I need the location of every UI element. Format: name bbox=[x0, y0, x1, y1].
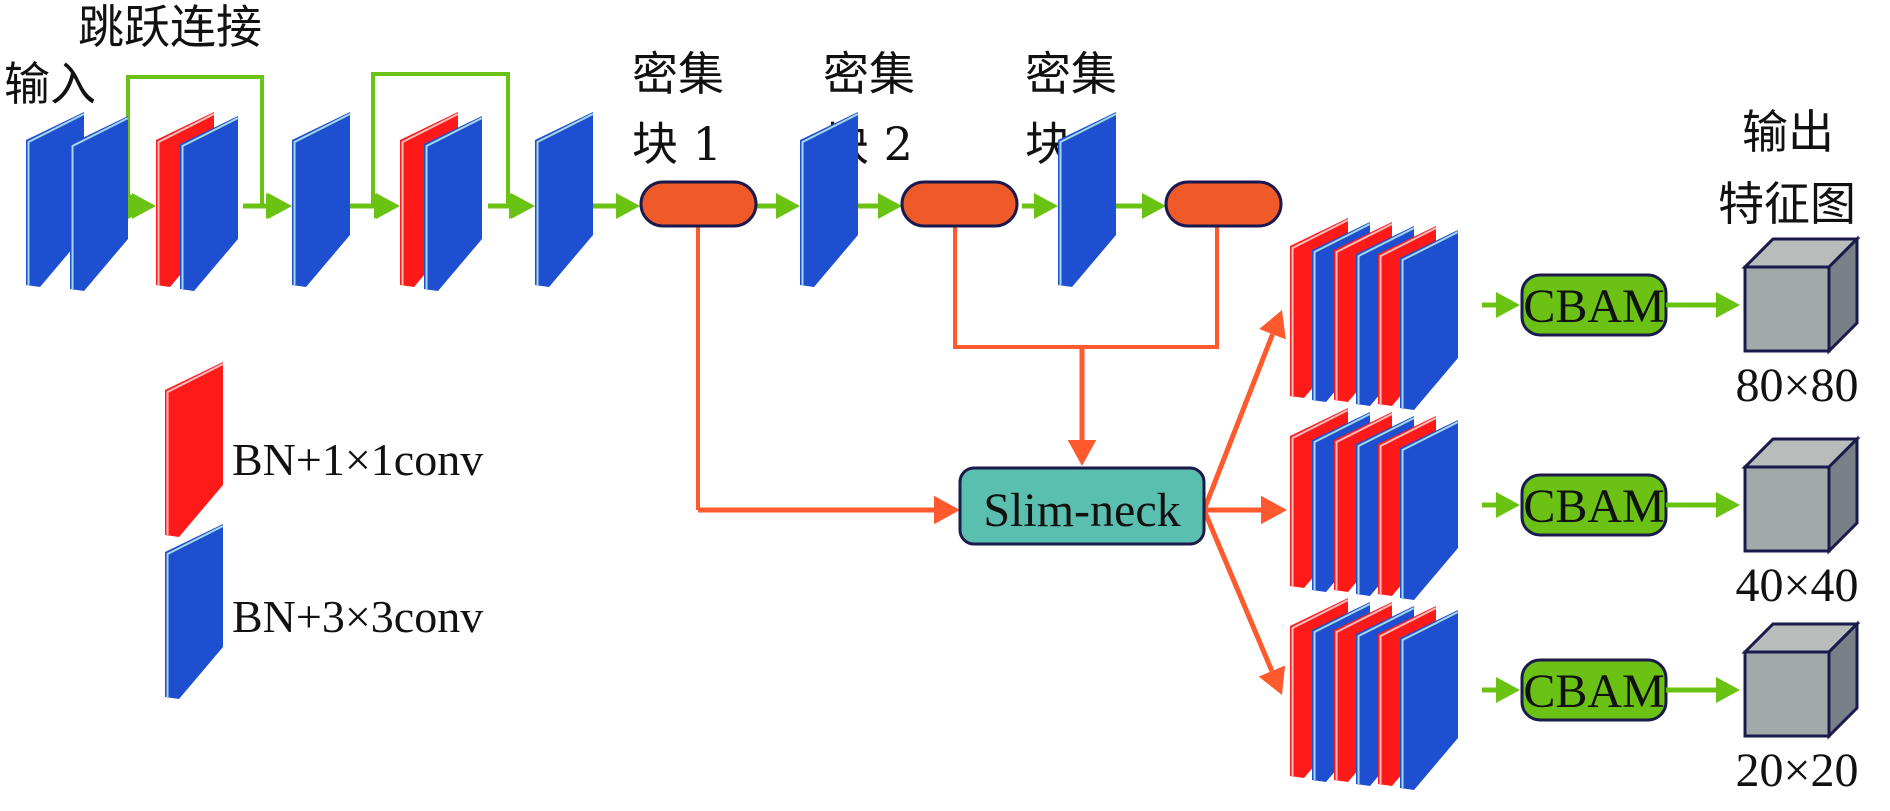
cbam-label: CBAM bbox=[1523, 665, 1664, 718]
skip-connection-line-2 bbox=[371, 72, 510, 206]
legend-red-layer-icon bbox=[165, 362, 224, 537]
slimneck-to-p4-arrow bbox=[1204, 495, 1287, 525]
blue-layer-slab bbox=[180, 116, 239, 291]
transition-layer-1 bbox=[800, 112, 859, 287]
skip-arrowhead-1 bbox=[128, 193, 152, 219]
cbam-block-3: CBAM bbox=[1520, 658, 1668, 722]
dense2-dense3-merge-line bbox=[953, 226, 1219, 349]
neck-feature-stack-2 bbox=[1290, 408, 1459, 600]
flow-arrow-9 bbox=[1112, 193, 1166, 219]
dense-block-3 bbox=[1164, 180, 1283, 228]
flow-arrow-8 bbox=[1022, 193, 1058, 219]
cbam-label: CBAM bbox=[1523, 280, 1664, 333]
legend-blue-slab bbox=[165, 524, 224, 699]
neck-feature-stack-3 bbox=[1290, 598, 1459, 790]
skip-connection-label: 跳跃连接 bbox=[78, 0, 262, 54]
input-label: 输入 bbox=[4, 57, 96, 111]
cbam-to-output-arrow-3 bbox=[1666, 677, 1740, 703]
dense-block-1-label-line1: 密集 bbox=[632, 47, 724, 101]
dense1-to-slimneck-arrow bbox=[698, 495, 960, 525]
legend-blue-layer-icon bbox=[165, 524, 224, 699]
backbone-stage-2 bbox=[156, 112, 239, 291]
output-feature-map-cube-2 bbox=[1741, 435, 1861, 555]
flow-arrow-6 bbox=[757, 193, 800, 219]
blue-layer-slab bbox=[1058, 112, 1117, 287]
blue-layer-slab bbox=[70, 116, 129, 291]
slimneck-to-p3-arrow bbox=[1201, 310, 1286, 511]
slim-neck-label: Slim-neck bbox=[983, 484, 1180, 537]
merge-to-slimneck-arrow bbox=[1067, 347, 1097, 466]
skip-arrowhead-2 bbox=[262, 193, 290, 219]
legend: BN+1×1conv BN+3×3conv bbox=[165, 362, 483, 699]
backbone-stage-4 bbox=[400, 112, 483, 291]
stack-to-cbam-arrow-3 bbox=[1482, 677, 1520, 703]
cbam-block-2: CBAM bbox=[1520, 473, 1668, 537]
dense-block-3-label-line1: 密集 bbox=[1025, 47, 1117, 101]
output-size-label: 20×20 bbox=[1735, 744, 1858, 797]
flow-arrow-7 bbox=[857, 193, 902, 219]
dense-block-2-label-line1: 密集 bbox=[823, 47, 915, 101]
neck-feature-stack-1 bbox=[1290, 218, 1459, 410]
dense-block-1 bbox=[639, 180, 758, 228]
blue-layer-slab bbox=[292, 112, 351, 287]
output-feature-map-cube-3 bbox=[1741, 620, 1861, 740]
dense-block-1-label-line2: 块 1 bbox=[632, 117, 722, 171]
blue-layer-slab bbox=[1400, 610, 1459, 790]
output-feature-map-cube-1 bbox=[1741, 235, 1861, 355]
legend-label-3x3: BN+3×3conv bbox=[232, 591, 483, 642]
skip-arrowhead-4 bbox=[508, 193, 533, 219]
backbone-stage-1 bbox=[26, 112, 129, 291]
stack-to-cbam-arrow-2 bbox=[1482, 492, 1520, 518]
transition-layer-2 bbox=[1058, 112, 1117, 287]
output-size-label: 40×40 bbox=[1735, 559, 1858, 612]
blue-layer-slab bbox=[26, 112, 85, 287]
blue-layer-slab bbox=[535, 112, 594, 287]
cbam-label: CBAM bbox=[1523, 480, 1664, 533]
cbam-block-1: CBAM bbox=[1520, 273, 1668, 337]
slim-neck-block: Slim-neck bbox=[958, 466, 1206, 546]
skip-arrowhead-3 bbox=[373, 193, 398, 219]
cbam-to-output-arrow-1 bbox=[1666, 292, 1740, 318]
output-label-line2: 特征图 bbox=[1718, 177, 1856, 231]
stack-to-cbam-arrow-1 bbox=[1482, 292, 1520, 318]
blue-layer-slab bbox=[424, 116, 483, 291]
slimneck-to-p5-arrow bbox=[1201, 509, 1286, 695]
legend-red-slab bbox=[165, 362, 224, 537]
output-size-label: 80×80 bbox=[1735, 359, 1858, 412]
output-label-line1: 输出 bbox=[1742, 105, 1834, 159]
cbam-to-output-arrow-2 bbox=[1666, 492, 1740, 518]
legend-label-1x1: BN+1×1conv bbox=[232, 434, 483, 485]
blue-layer-slab bbox=[1400, 230, 1459, 410]
flow-arrow-5 bbox=[593, 193, 640, 219]
backbone-stage-5 bbox=[535, 112, 594, 287]
backbone-stage-3 bbox=[292, 112, 351, 287]
blue-layer-slab bbox=[800, 112, 859, 287]
dense-block-2 bbox=[900, 180, 1019, 228]
blue-layer-slab bbox=[1400, 420, 1459, 600]
